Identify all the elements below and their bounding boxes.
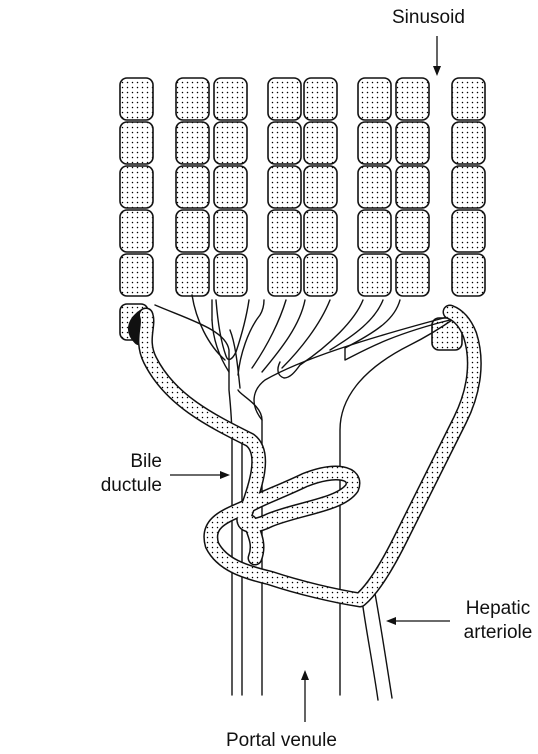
hepatocyte-cell xyxy=(396,166,429,208)
hepatocyte-cell xyxy=(452,210,485,252)
hepatocyte-cell xyxy=(120,122,153,164)
bile-ductule-label-line1: Bile xyxy=(92,450,162,474)
bile-ductules xyxy=(135,312,474,600)
hepatic-arteriole-label-line2: arteriole xyxy=(455,621,538,645)
hepatocyte-cell xyxy=(214,166,247,208)
hepatocyte-cell xyxy=(268,210,301,252)
hepatocyte-cell xyxy=(396,122,429,164)
hepatocyte-cell xyxy=(176,78,209,120)
hepatocyte-cell xyxy=(214,254,247,296)
bile-ductule-label-line2: ductule xyxy=(92,474,162,498)
hepatocyte-cell xyxy=(304,210,337,252)
hepatocyte-cell xyxy=(214,122,247,164)
hepatocyte-cell xyxy=(396,78,429,120)
hepatocyte-cell xyxy=(176,254,209,296)
hepatocyte-cell xyxy=(452,122,485,164)
hepatocyte-cell xyxy=(268,122,301,164)
hepatocyte-cell xyxy=(358,122,391,164)
hepatocyte-cell xyxy=(120,166,153,208)
hepatocyte-cell xyxy=(120,254,153,296)
hepatocyte-cell xyxy=(176,210,209,252)
hepatocyte-cell xyxy=(304,78,337,120)
bile-ductule-label: Bile ductule xyxy=(92,450,162,498)
hepatocyte-cell xyxy=(120,210,153,252)
hepatocyte-cell xyxy=(304,166,337,208)
hepatocyte-cell xyxy=(120,78,153,120)
hepatocyte-cell xyxy=(176,122,209,164)
hepatocyte-cell xyxy=(358,166,391,208)
hepatocyte-cell xyxy=(176,166,209,208)
hepatic-arteriole-label: Hepatic arteriole xyxy=(455,597,538,645)
hepatocyte-cell xyxy=(268,254,301,296)
hepatocyte-cell xyxy=(396,210,429,252)
hepatic-arteriole-label-line1: Hepatic xyxy=(455,597,538,621)
hepatocyte-cell xyxy=(268,78,301,120)
hepatocyte-cell xyxy=(452,166,485,208)
hepatocyte-cell xyxy=(452,78,485,120)
hepatocyte-cell xyxy=(214,210,247,252)
hepatocyte-cell xyxy=(358,254,391,296)
hepatocyte-cell xyxy=(452,254,485,296)
hepatocyte-cell xyxy=(304,254,337,296)
hepatocyte-cell xyxy=(304,122,337,164)
portal-venule-tree xyxy=(155,295,455,700)
hepatocyte-cell xyxy=(396,254,429,296)
sinusoid-label: Sinusoid xyxy=(392,6,465,30)
hepatocyte-cell xyxy=(358,78,391,120)
portal-venule-label: Portal venule xyxy=(226,729,337,753)
hepatocyte-cell xyxy=(358,210,391,252)
hepatocyte-cell xyxy=(214,78,247,120)
hepatocyte-cell xyxy=(268,166,301,208)
